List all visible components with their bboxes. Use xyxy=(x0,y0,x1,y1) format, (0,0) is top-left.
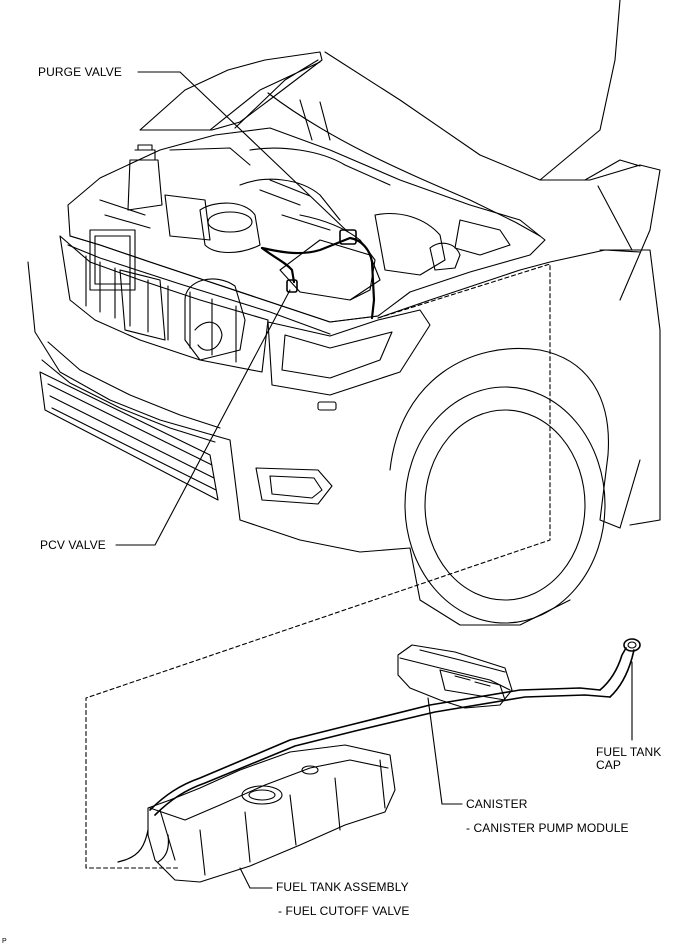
radiator-support xyxy=(69,235,379,323)
hood-underside xyxy=(267,92,541,237)
purge-hose xyxy=(260,236,376,320)
canister-pump-module-part xyxy=(439,669,506,701)
fuel-tank-cap-part xyxy=(623,638,641,652)
windshield-frame xyxy=(539,164,661,301)
pcv-valve-part xyxy=(286,279,298,293)
tank-straps xyxy=(159,759,386,861)
bumper-lower-grille xyxy=(39,371,219,501)
fuel-tank-ribs xyxy=(199,777,341,876)
purge-valve-leader xyxy=(137,71,349,233)
vehicle-front-illustration xyxy=(27,0,661,626)
a-pillar xyxy=(584,159,641,251)
fender-edge xyxy=(409,547,571,626)
pcv-hose xyxy=(260,246,296,284)
fuel-pump-module-inner xyxy=(248,789,276,801)
fuel-filler-pipe xyxy=(599,647,627,691)
fuel-tank-assembly-leader xyxy=(239,867,273,889)
front-wheel xyxy=(424,409,586,601)
fuel-filler-pipe-2 xyxy=(609,649,635,698)
wheel-arch xyxy=(389,348,641,529)
body-side xyxy=(599,249,661,526)
purge-valve-part xyxy=(339,229,357,245)
fender-top xyxy=(377,249,641,319)
headlamp xyxy=(267,309,431,396)
fog-lamp xyxy=(255,467,333,505)
canister-top xyxy=(399,649,511,691)
bumper-lower-opening xyxy=(41,341,221,443)
fuel-cutoff-valve-part xyxy=(301,765,319,775)
fuel-tank xyxy=(147,744,396,883)
fuel-line-side xyxy=(117,829,149,863)
label-fuel-tank-cap-line2: CAP xyxy=(596,758,621,772)
hood-outline xyxy=(139,51,323,131)
label-fuel-tank-cap-line1: FUEL TANK xyxy=(596,745,662,759)
hood-prop xyxy=(299,99,331,141)
radiator-support-lower xyxy=(67,244,331,335)
fuel-system-illustration xyxy=(117,638,641,883)
side-marker xyxy=(317,401,337,411)
label-purge-valve: PURGE VALVE xyxy=(38,65,123,79)
label-canister: CANISTER xyxy=(466,797,528,811)
front-bumper xyxy=(27,261,411,553)
fuel-tank-top xyxy=(149,759,389,821)
headlamp-inner xyxy=(281,331,393,379)
dashed-reference-frame xyxy=(85,263,551,869)
pcv-valve-leader xyxy=(115,289,291,546)
fuel-tank-cap-part-inner xyxy=(627,641,637,649)
label-fuel-cutoff-valve: - FUEL CUTOFF VALVE xyxy=(278,904,410,918)
cab-outline xyxy=(324,0,621,181)
vapor-line-lower xyxy=(154,694,611,816)
corner-mark: P xyxy=(2,938,7,945)
label-canister-pump-module: - CANISTER PUMP MODULE xyxy=(466,821,629,835)
front-tire xyxy=(404,386,606,624)
fuel-pump-module xyxy=(241,785,283,805)
label-pcv-valve: PCV VALVE xyxy=(40,538,106,552)
label-fuel-tank-assembly: FUEL TANK ASSEMBLY xyxy=(276,880,409,894)
grille-slats xyxy=(85,255,237,363)
fuel-line-side-2 xyxy=(157,834,170,863)
leader-lines xyxy=(85,71,633,889)
vapor-line-upper xyxy=(149,687,601,811)
canister xyxy=(397,644,513,709)
grille xyxy=(59,235,269,373)
canister-leader xyxy=(427,697,463,805)
